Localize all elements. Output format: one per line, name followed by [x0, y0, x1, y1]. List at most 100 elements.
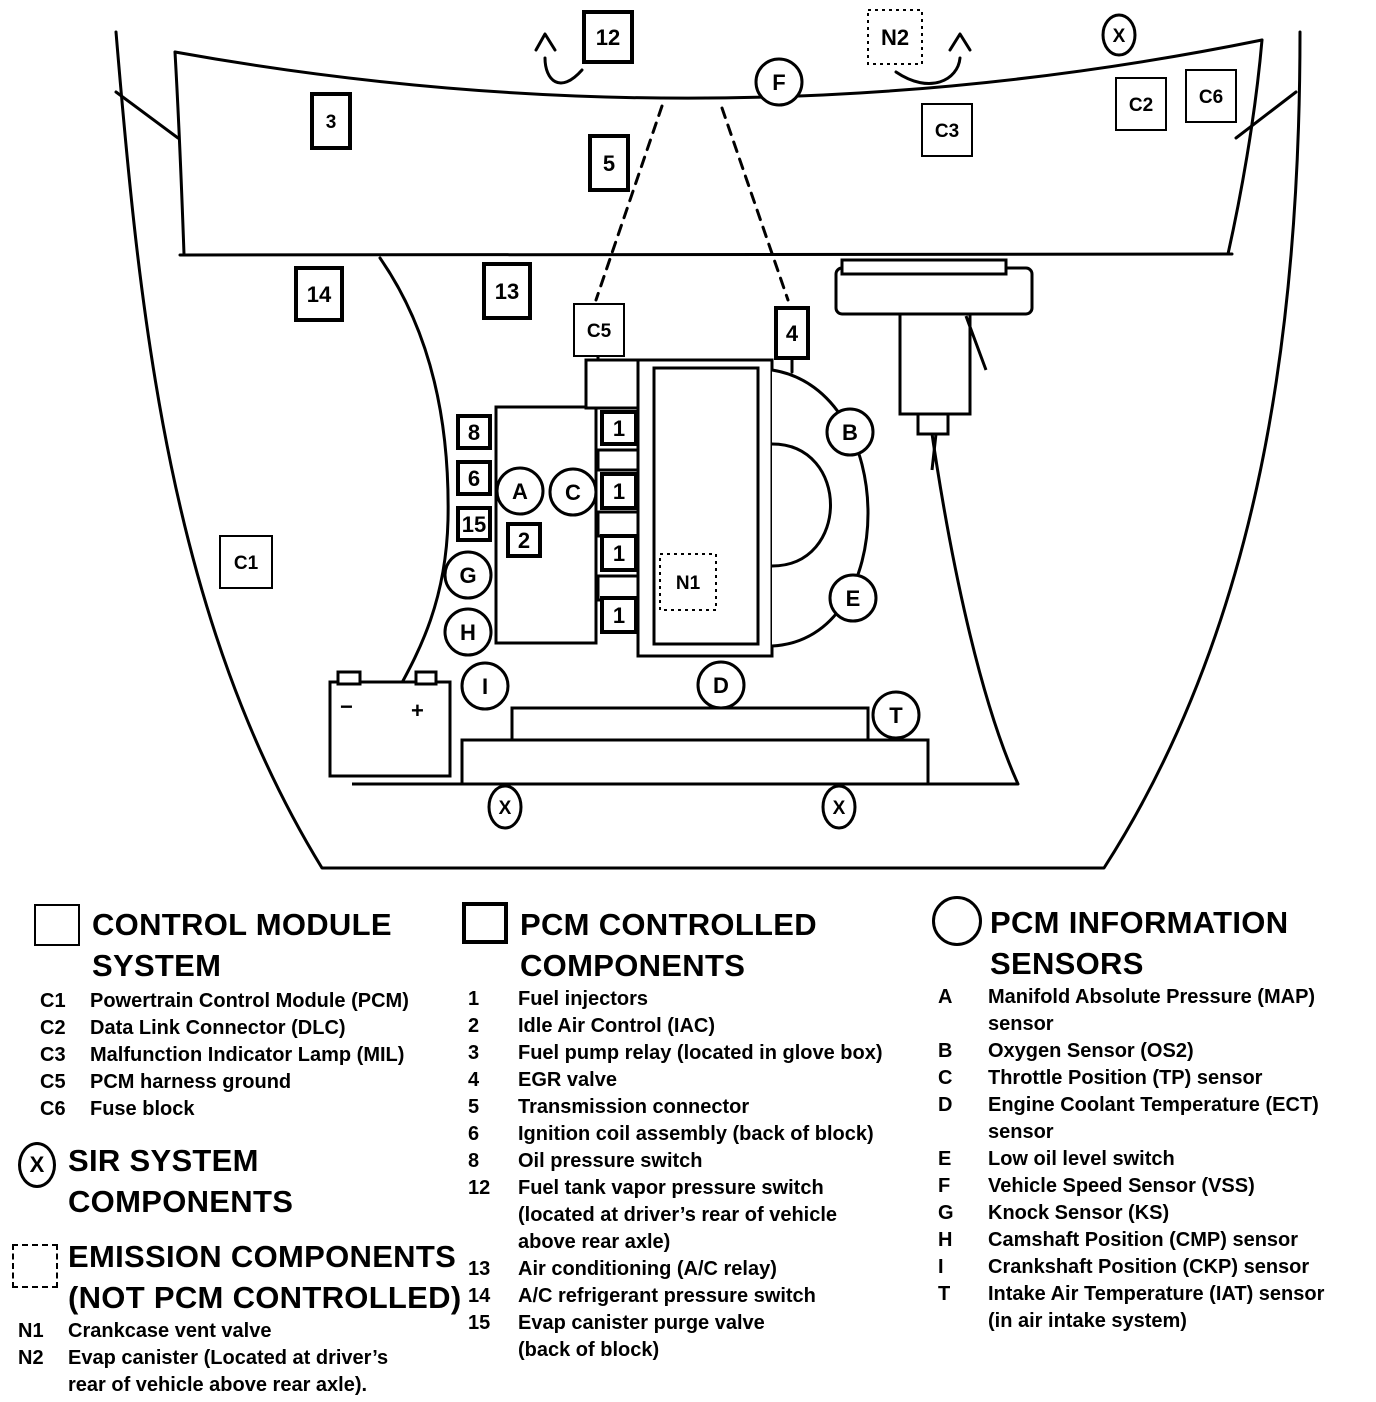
box-4: [774, 306, 810, 360]
legend-text: Evap canister (Located at driver’s: [68, 1347, 389, 1369]
label-f: F: [772, 70, 785, 95]
box-c2: [1115, 77, 1167, 131]
legend-code: B: [938, 1040, 953, 1062]
dashed-line-left: [594, 104, 664, 302]
legend-text: Throttle Position (TP) sensor: [988, 1067, 1263, 1089]
legend-symbol-emission: [12, 1244, 58, 1288]
legend-text: EGR valve: [518, 1069, 617, 1091]
intake-duct: [930, 315, 988, 471]
legend-symbol-pcm-sensors: [932, 896, 982, 946]
battery: [328, 680, 452, 778]
legend-heading-emission: EMISSION COMPONENTS (NOT PCM CONTROLLED): [68, 1236, 461, 1318]
cowl-right: [1226, 38, 1264, 256]
legend-code: C2: [40, 1017, 66, 1039]
legend-code: C: [938, 1067, 953, 1089]
label-d: D: [713, 673, 729, 698]
label-t: T: [889, 703, 903, 728]
label-1a: 1: [613, 416, 625, 441]
legend-row: (in air intake system): [938, 1308, 1372, 1335]
box-13: [482, 262, 532, 320]
label-h: H: [460, 620, 476, 645]
legend-text: Low oil level switch: [988, 1148, 1175, 1170]
label-n2: N2: [881, 25, 909, 50]
label-c1: C1: [234, 553, 259, 574]
legend-text: (back of block): [518, 1339, 660, 1361]
legend-code: C3: [40, 1044, 66, 1066]
legend-code: N1: [18, 1320, 44, 1342]
label-13: 13: [495, 279, 519, 304]
legend-code: 14: [468, 1285, 491, 1307]
legend-code: 5: [468, 1096, 480, 1118]
box-12: [582, 10, 634, 64]
transmission-lower: [460, 738, 930, 786]
legend-code: 1: [468, 988, 480, 1010]
legend-text: Fuel injectors: [518, 988, 649, 1010]
legend-code: H: [938, 1229, 953, 1251]
box-1b: [600, 472, 638, 510]
legend-text: Evap canister purge valve: [518, 1312, 765, 1334]
heading-pcm-controlled-line1: PCM CONTROLLED: [520, 907, 817, 942]
fender-left: [114, 90, 180, 140]
legend-symbol-pcm-controlled: [462, 902, 508, 944]
legend-text: PCM harness ground: [90, 1071, 292, 1093]
legend-text: Oxygen Sensor (OS2): [988, 1040, 1194, 1062]
heading-emission-line1: EMISSION COMPONENTS: [68, 1239, 457, 1274]
label-1c: 1: [613, 541, 625, 566]
circle-g: [443, 550, 493, 600]
legend-code: 12: [468, 1177, 491, 1199]
injector-link-1: [596, 448, 640, 472]
legend-text: Camshaft Position (CMP) sensor: [988, 1229, 1299, 1251]
circle-a: [495, 466, 545, 516]
heading-control-module-line1: CONTROL MODULE: [92, 907, 392, 942]
legend-row: 1 Fuel injectors: [468, 986, 928, 1013]
legend-text: Engine Coolant Temperature (ECT): [988, 1094, 1319, 1116]
legend-code: C1: [40, 990, 66, 1012]
legend-row: N1 Crankcase vent valve: [18, 1318, 458, 1345]
box-c5: [573, 303, 625, 357]
legend-code: 6: [468, 1123, 480, 1145]
label-a: A: [512, 479, 528, 504]
circle-h: [443, 607, 493, 657]
iat-sensor-stem: [916, 412, 950, 436]
legend-row: B Oxygen Sensor (OS2): [938, 1038, 1372, 1065]
dashed-line-right: [720, 106, 790, 302]
label-12: 12: [596, 25, 620, 50]
legend-row: N2 Evap canister (Located at driver’s: [18, 1345, 458, 1372]
label-c5: C5: [587, 321, 612, 342]
box-1a: [600, 410, 638, 446]
legend-text: Vehicle Speed Sensor (VSS): [988, 1175, 1255, 1197]
label-1d: 1: [613, 603, 625, 628]
label-c6: C6: [1199, 87, 1223, 108]
label-sir-right: X: [833, 798, 846, 819]
legend-row: (back of block): [468, 1337, 928, 1364]
label-c: C: [565, 480, 581, 505]
legend-row: C Throttle Position (TP) sensor: [938, 1065, 1372, 1092]
label-14: 14: [307, 282, 332, 307]
legend-text: Crankcase vent valve: [68, 1320, 272, 1342]
box-5: [588, 134, 630, 192]
legend-code: N2: [18, 1347, 44, 1369]
engine-connector: [584, 358, 640, 410]
legend-text: Powertrain Control Module (PCM): [90, 990, 409, 1012]
legend-code: G: [938, 1202, 954, 1224]
label-6: 6: [468, 466, 480, 491]
arrow-n2-head: [948, 32, 972, 52]
legend-row: sensor: [938, 1119, 1372, 1146]
sir-mark-right: [821, 784, 857, 830]
legend-row: (located at driver’s rear of vehicle: [468, 1202, 928, 1229]
box-n2: [867, 9, 923, 65]
heading-pcm-sensors-line1: PCM INFORMATION: [990, 905, 1289, 940]
legend-code: I: [938, 1256, 944, 1278]
label-n1: N1: [676, 573, 701, 594]
circle-d: [696, 660, 746, 710]
